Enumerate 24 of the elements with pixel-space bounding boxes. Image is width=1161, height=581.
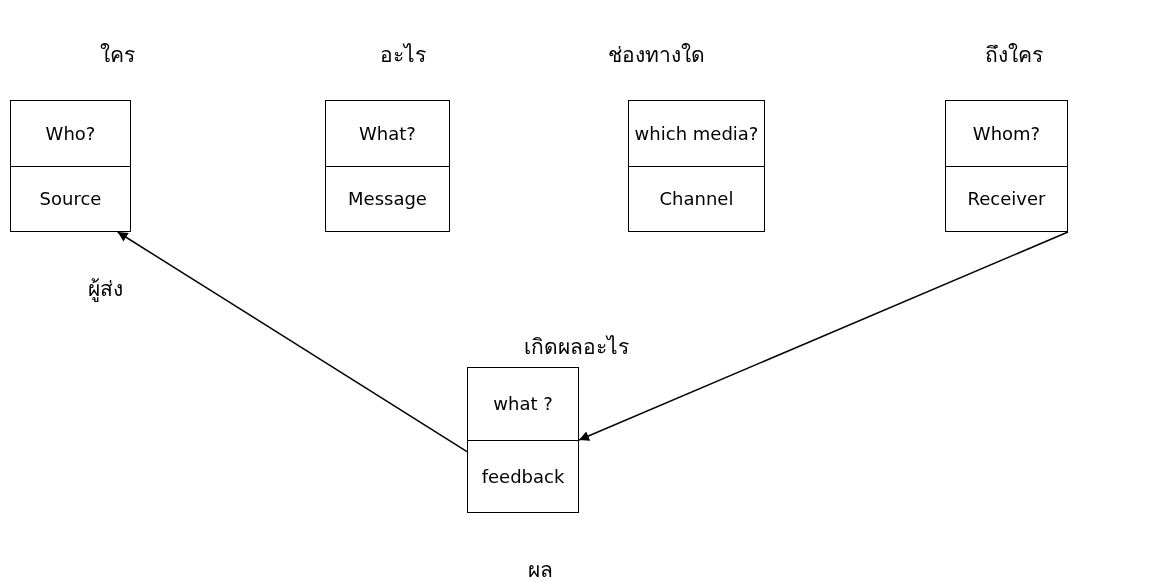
question-text: Whom?	[972, 122, 1041, 144]
question-text: Who?	[45, 122, 96, 144]
thai-label: ถึงใคร	[985, 42, 1043, 69]
question-text: What?	[359, 122, 416, 144]
arrow	[116, 231, 468, 453]
thai-label: อะไร	[380, 42, 426, 69]
two-part-box	[10, 100, 131, 232]
thai-label: เกิดผลอะไร	[524, 334, 629, 361]
thai-label: ช่องทางใด	[608, 42, 705, 69]
role-label: Source	[39, 188, 102, 210]
two-part-box	[628, 100, 765, 232]
role-label: Message	[348, 188, 427, 210]
question-text: what ?	[493, 393, 553, 415]
two-part-box	[467, 367, 579, 513]
question-text: which media?	[634, 122, 759, 144]
role-label: feedback	[481, 465, 565, 487]
thai-label: ใคร	[100, 42, 135, 69]
thai-label: ผล	[528, 557, 553, 581]
arrow	[578, 231, 1069, 441]
role-label: Receiver	[967, 188, 1046, 210]
two-part-box	[945, 100, 1068, 232]
two-part-box	[325, 100, 450, 232]
thai-label: ผู้ส่ง	[88, 276, 123, 304]
role-label: Channel	[659, 188, 734, 210]
